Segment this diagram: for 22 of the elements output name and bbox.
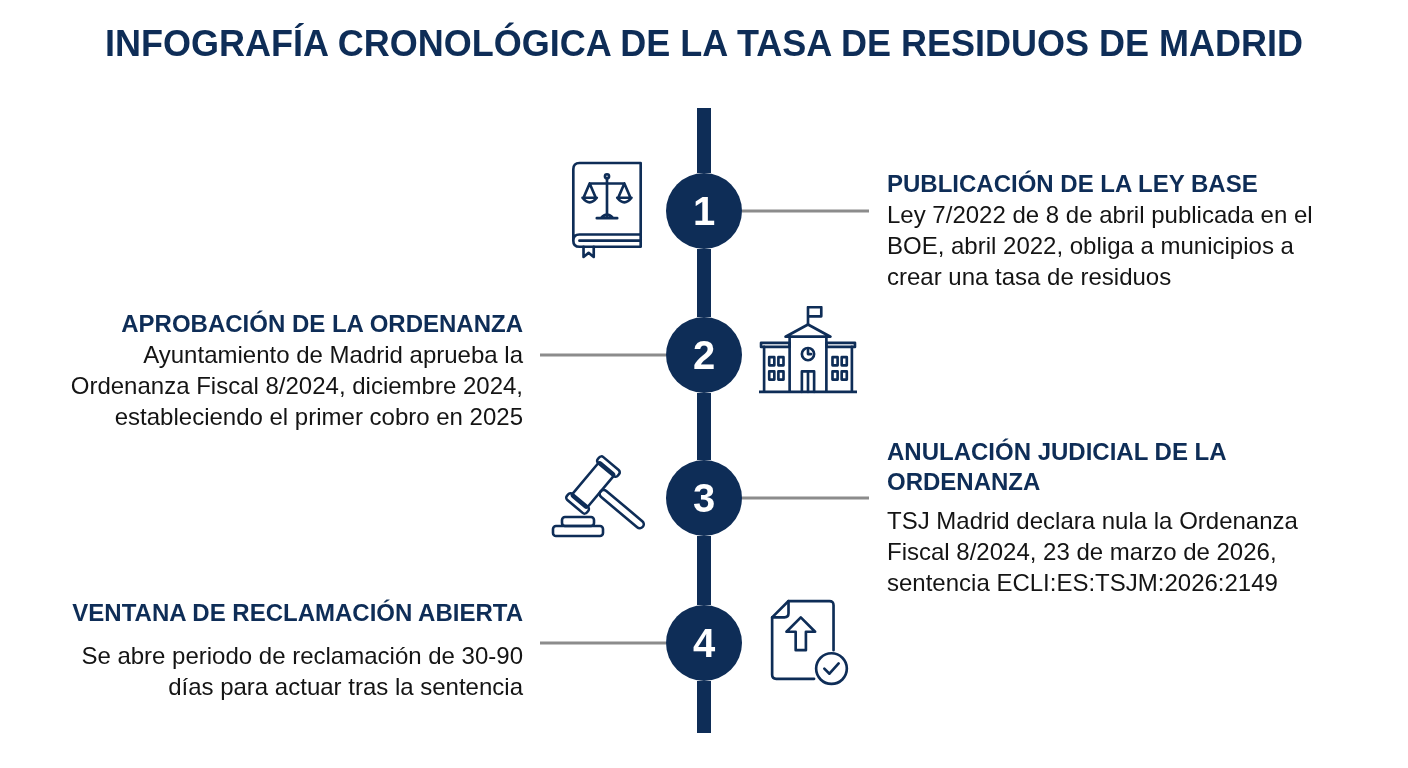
timeline-line	[697, 681, 711, 733]
timeline-line	[697, 108, 711, 173]
timeline-line	[697, 536, 711, 605]
connector-line	[742, 209, 869, 213]
event-heading: VENTANA DE RECLAMACIÓN ABIERTA	[71, 598, 523, 628]
step-marker: 2	[666, 317, 742, 393]
timeline-line	[697, 393, 711, 460]
connector-line	[742, 496, 869, 500]
title: INFOGRAFÍA CRONOLÓGICA DE LA TASA DE RESIDUOS DE MADRID	[105, 22, 1303, 66]
event-description: Ley 7/2022 de 8 de abril publicada en el BOE, abril 2022, obliga a municipios a crear una tasa de residuos	[887, 200, 1314, 292]
event-description: Se abre periodo de reclamación de 30-90 días para actuar tras la sentencia	[80, 641, 523, 702]
event-heading: PUBLICACIÓN DE LA LEY BASE	[887, 169, 1259, 199]
event-description: Ayuntamiento de Madrid aprueba la Ordenanza Fiscal 8/2024, diciembre 2024, estableciendo el primer cobro en 2025	[69, 340, 523, 432]
timeline-line	[697, 249, 711, 317]
connector-line	[540, 353, 666, 357]
step-marker: 4	[666, 605, 742, 681]
connector-line	[540, 641, 666, 645]
event-description: TSJ Madrid declara nula la Ordenanza Fiscal 8/2024, 23 de marzo de 2026, sentencia ECLI:ES:TSJM:2026:2149	[887, 506, 1299, 598]
step-marker: 3	[666, 460, 742, 536]
step-marker: 1	[666, 173, 742, 249]
event-heading: ANULACIÓN JUDICIAL DE LA ORDENANZA	[887, 437, 1227, 497]
event-heading: APROBACIÓN DE LA ORDENANZA	[120, 309, 523, 339]
